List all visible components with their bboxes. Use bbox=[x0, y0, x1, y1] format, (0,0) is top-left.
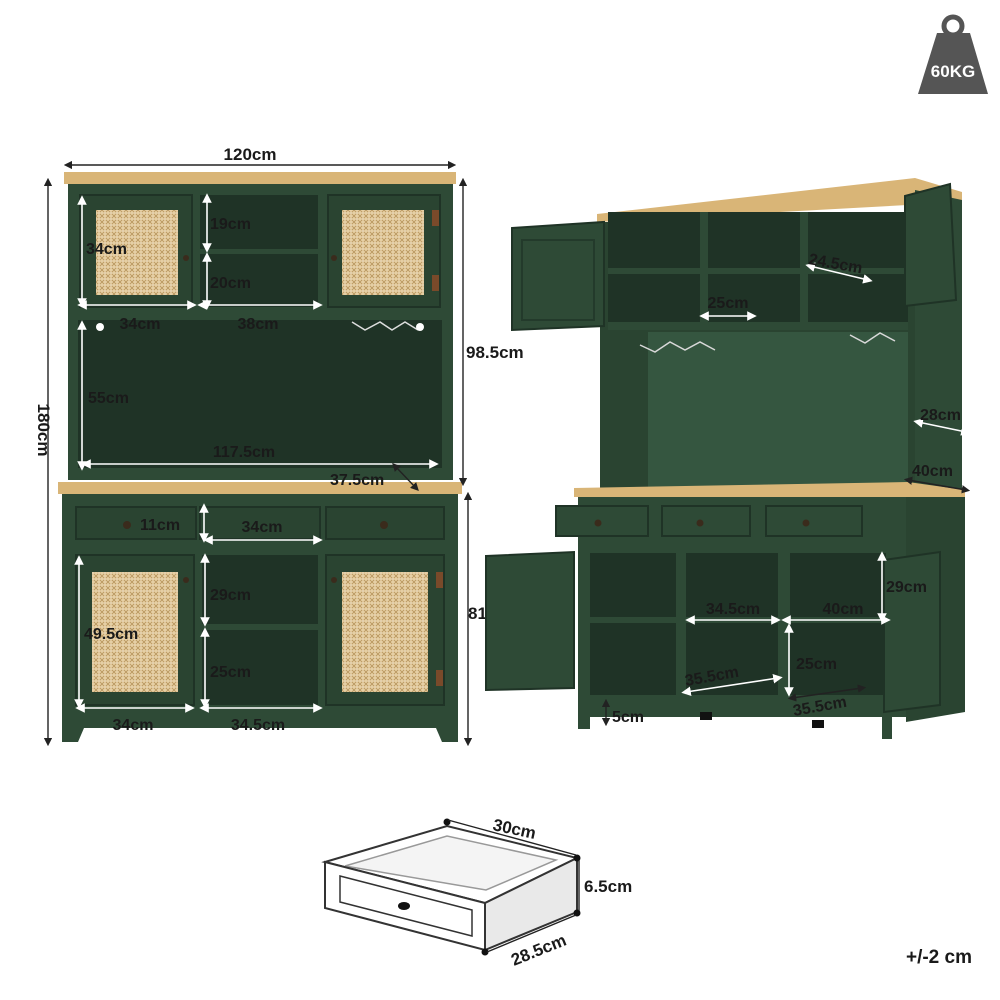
weight-text: 60KG bbox=[931, 62, 975, 81]
drawer-diagram: 30cm 6.5cm 28.5cm bbox=[321, 815, 632, 970]
lower-bottom-height-label: 25cm bbox=[796, 656, 837, 673]
upper-shelf-top-label: 19cm bbox=[210, 216, 251, 233]
lower-middle-width-open-label: 34.5cm bbox=[706, 601, 760, 618]
open-middle-space bbox=[608, 332, 908, 487]
open-glass-rack bbox=[639, 332, 896, 353]
tolerance-label: +/-2 cm bbox=[906, 947, 972, 968]
open-upper-right-door bbox=[904, 182, 958, 308]
weight-icon bbox=[918, 33, 988, 94]
drawer-inner bbox=[344, 835, 559, 891]
open-base-top bbox=[574, 482, 965, 497]
leg-height-label: 5cm bbox=[612, 709, 644, 726]
upper-shelf-bottom-label: 20cm bbox=[210, 275, 251, 292]
drawer-height-dim-label: 6.5cm bbox=[584, 877, 632, 896]
upper-left-rattan bbox=[96, 210, 178, 295]
open-dimension-lines bbox=[601, 262, 971, 727]
front-height-label: 180cm bbox=[34, 404, 53, 457]
lower-left-rattan bbox=[92, 572, 178, 692]
drawer-width-label: 34cm bbox=[242, 519, 283, 536]
open-space-width-label: 117.5cm bbox=[213, 444, 275, 461]
lower-shelf-height-label: 29cm bbox=[886, 579, 927, 596]
front-view bbox=[58, 172, 462, 742]
open-lower-right-door bbox=[883, 550, 941, 714]
drawer-left bbox=[75, 506, 197, 540]
upper-right-rattan bbox=[342, 210, 424, 295]
hutch-height-label: 98.5cm bbox=[466, 343, 524, 362]
lower-shelf-top-label: 29cm bbox=[210, 587, 251, 604]
lower-shelf-bottom-label: 25cm bbox=[210, 664, 251, 681]
upper-door-height-label: 34cm bbox=[86, 241, 127, 258]
glass-rack bbox=[351, 321, 419, 331]
upper-door-width-label: 34cm bbox=[120, 316, 161, 333]
hutch-depth-label: 28cm bbox=[920, 407, 961, 424]
drawer-height-label: 11cm bbox=[140, 517, 180, 534]
open-lower-left bbox=[590, 553, 676, 695]
open-space bbox=[78, 318, 442, 468]
open-lower-left-door bbox=[485, 550, 575, 692]
open-lower-right bbox=[790, 553, 886, 695]
upper-left-knob bbox=[183, 255, 189, 261]
open-drawer-left bbox=[555, 505, 649, 537]
open-hutch-top bbox=[597, 178, 962, 222]
lower-door-height-label: 49.5cm bbox=[84, 626, 138, 643]
upper-right-knob bbox=[331, 255, 337, 261]
base-top-board bbox=[58, 482, 462, 494]
weight-badge: 60KG bbox=[918, 14, 988, 94]
lower-side-width-label: 40cm bbox=[823, 601, 864, 618]
open-space-height-label: 55cm bbox=[88, 390, 129, 407]
open-legs bbox=[578, 717, 590, 729]
lower-middle-width-label: 34.5cm bbox=[231, 717, 285, 734]
lower-right-rattan bbox=[342, 572, 428, 692]
open-upper-left-door bbox=[511, 220, 605, 332]
drawer-knob bbox=[398, 902, 410, 910]
front-width-label: 120cm bbox=[224, 145, 277, 164]
base-legs bbox=[62, 722, 458, 742]
front-dimension-lines bbox=[43, 160, 473, 747]
open-drawer-middle bbox=[661, 505, 751, 537]
open-view bbox=[485, 178, 965, 739]
drawer-middle bbox=[199, 506, 321, 540]
top-depth-label: 37.5cm bbox=[330, 472, 384, 489]
drawer-front-panel bbox=[339, 875, 473, 937]
upper-middle-width-open-label: 25cm bbox=[708, 295, 749, 312]
lower-door-width-label: 34cm bbox=[113, 717, 154, 734]
upper-middle-width-label: 38cm bbox=[238, 316, 279, 333]
open-drawer-right bbox=[765, 505, 863, 537]
hutch-top-board bbox=[64, 172, 456, 184]
base-depth-label: 40cm bbox=[912, 463, 953, 480]
